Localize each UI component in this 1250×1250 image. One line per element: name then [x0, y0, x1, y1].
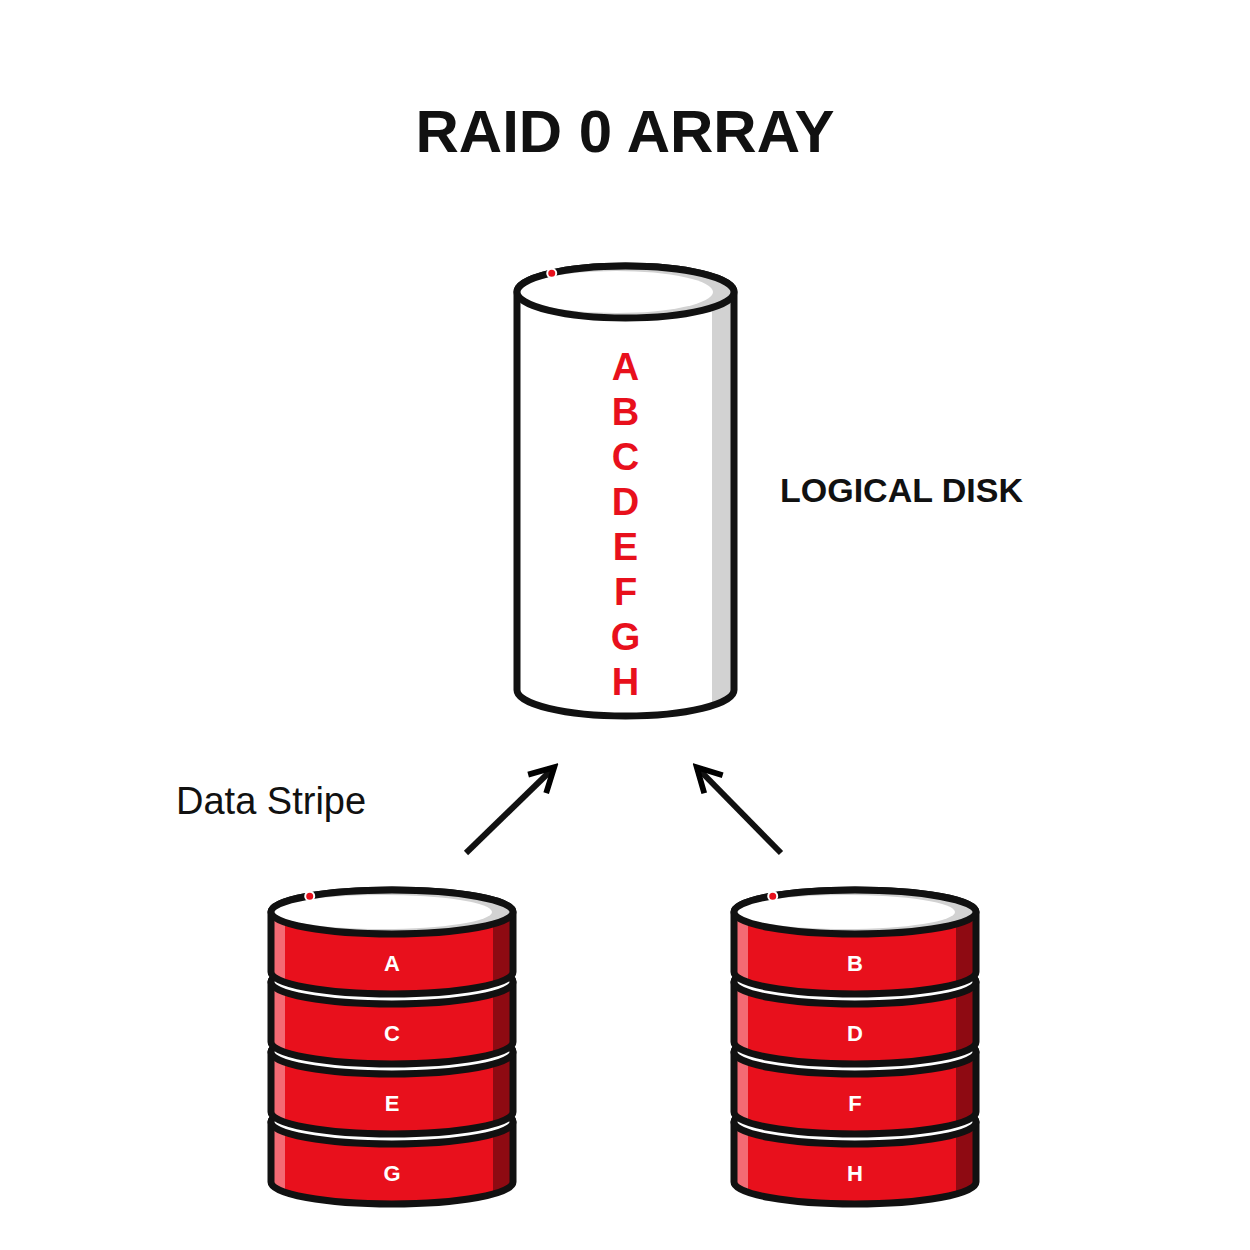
platter-band [734, 1030, 976, 1134]
platter-band [734, 960, 976, 1064]
platter-band [734, 1100, 976, 1204]
platter-letter: A [267, 951, 517, 977]
platter-outline [271, 890, 513, 994]
diagram-title: RAID 0 ARRAY [0, 96, 1250, 168]
platter-outline [734, 1100, 976, 1204]
platter-top [734, 1100, 976, 1144]
platter-outline [271, 1100, 513, 1204]
stripe-arrow [698, 768, 782, 853]
stripe-arrow [466, 768, 554, 853]
cylinder-outline [517, 266, 734, 716]
cylinder-body [517, 266, 734, 716]
disc-top-outline [517, 266, 734, 318]
status-dot [305, 892, 314, 901]
disk-platter: A [267, 885, 517, 1000]
disc-top-shade [271, 890, 513, 934]
stripe-letters: A B C D E F G H [609, 345, 643, 705]
platter-band [271, 1030, 513, 1134]
platter-outline [734, 890, 976, 994]
platter-band [271, 890, 513, 994]
platter-outline [734, 1030, 976, 1134]
platter-top [271, 1100, 513, 1144]
disc-top-outline [734, 890, 976, 934]
platter-top [271, 1030, 513, 1074]
platter-top [734, 960, 976, 1004]
platter-letter: G [267, 1161, 517, 1187]
platter-shape [730, 885, 980, 1000]
platter-letter: H [730, 1161, 980, 1187]
platter-shape [267, 885, 517, 1000]
platter-letter: B [730, 951, 980, 977]
disk-platter: B [730, 885, 980, 1000]
platter-outline [271, 960, 513, 1064]
platter-top [734, 1030, 976, 1074]
platter-outline [271, 1030, 513, 1134]
platter-band [271, 1100, 513, 1204]
platter-band [271, 960, 513, 1064]
logical-disk: A B C D E F G HLOGICAL DISK [513, 262, 738, 722]
platter-outline [734, 960, 976, 1064]
platter-letter: C [267, 1021, 517, 1047]
platter-letter: E [267, 1091, 517, 1117]
annotation-label: Data Stripe [176, 778, 366, 824]
platter-band [734, 890, 976, 994]
platter-letter: D [730, 1021, 980, 1047]
disc-top-shade [734, 890, 976, 934]
disc-top-shade [517, 266, 734, 318]
status-dot [547, 269, 556, 278]
disc-top-outline [271, 890, 513, 934]
platter-letter: F [730, 1091, 980, 1117]
disk-label: LOGICAL DISK [780, 470, 1023, 510]
platter-top [271, 960, 513, 1004]
status-dot [768, 892, 777, 901]
